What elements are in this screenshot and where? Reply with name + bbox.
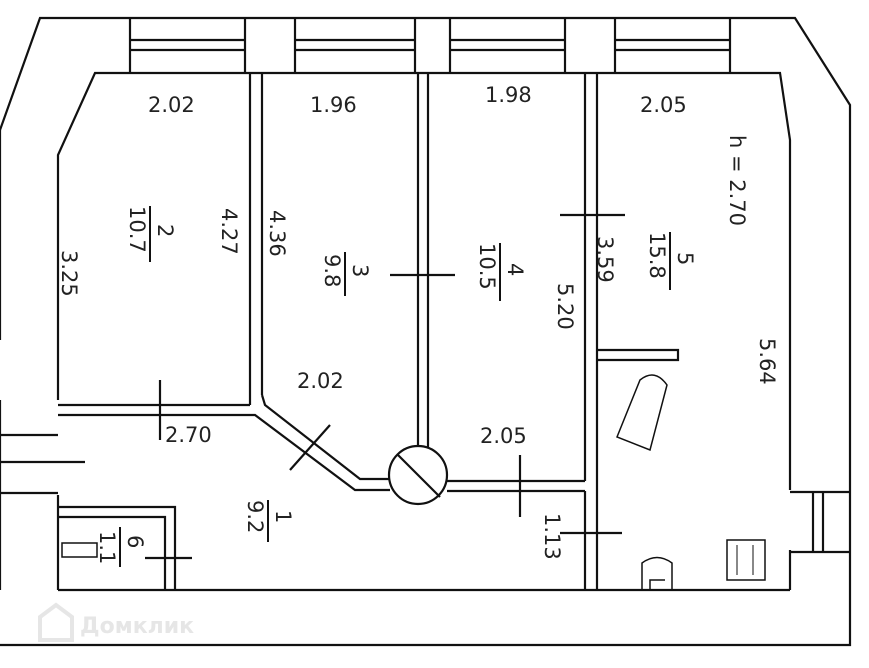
dim-room5-part: 3.59	[593, 236, 617, 283]
room-6-label: 6 1.1	[95, 527, 147, 567]
room-number: 1	[271, 510, 295, 523]
toilet-small-icon	[61, 542, 98, 558]
room-5-label: 5 15.8	[645, 232, 697, 290]
room-number: 5	[673, 252, 697, 265]
room-area: 9.2	[243, 500, 267, 533]
room-4-label: 4 10.5	[475, 243, 527, 301]
dim-room2-len: 4.27	[217, 208, 241, 255]
watermark: Домклик	[38, 602, 194, 642]
dim-room5-len: 5.64	[755, 338, 779, 385]
room-area: 10.5	[475, 243, 499, 290]
room-area: 1.1	[95, 531, 119, 564]
fixtures	[61, 374, 766, 590]
room-2-label: 2 10.7	[125, 206, 177, 262]
dim-room2-left: 3.25	[57, 250, 81, 297]
room-number: 6	[123, 535, 147, 548]
dim-room3-width: 1.96	[310, 93, 357, 117]
dim-hall-a: 2.70	[165, 423, 212, 447]
room-3-label: 3 9.8	[320, 252, 372, 296]
dim-hall-b: 2.05	[480, 424, 527, 448]
windows	[0, 18, 850, 554]
room-area: 15.8	[645, 232, 669, 279]
outer-walls	[0, 16, 852, 647]
watermark-text: Домклик	[80, 614, 194, 639]
room-1-label: 1 9.2	[243, 500, 295, 542]
toilet-icon	[641, 556, 673, 590]
labels: 2.02 1.96 1.98 2.05 2.02 2.70 2.05 4.27 …	[57, 83, 779, 567]
bathtub-icon	[616, 374, 668, 452]
dim-room4-width: 1.98	[485, 83, 532, 107]
room-number: 2	[153, 224, 177, 237]
room-number: 4	[503, 263, 527, 276]
dim-room5-width: 2.05	[640, 93, 687, 117]
room-area: 10.7	[125, 206, 149, 253]
dim-room2-width: 2.02	[148, 93, 195, 117]
dim-room3-bottom: 2.02	[297, 369, 344, 393]
house-logo-icon	[38, 602, 74, 642]
room-number: 3	[348, 264, 372, 277]
dim-room3-len: 4.36	[265, 210, 289, 257]
room-area: 9.8	[320, 254, 344, 287]
ceiling-height: h = 2.70	[725, 135, 749, 226]
dim-room4-len: 5.20	[553, 283, 577, 330]
inner-walls	[0, 71, 792, 592]
dim-hall-c: 1.13	[540, 513, 564, 560]
stove-icon	[726, 539, 766, 581]
